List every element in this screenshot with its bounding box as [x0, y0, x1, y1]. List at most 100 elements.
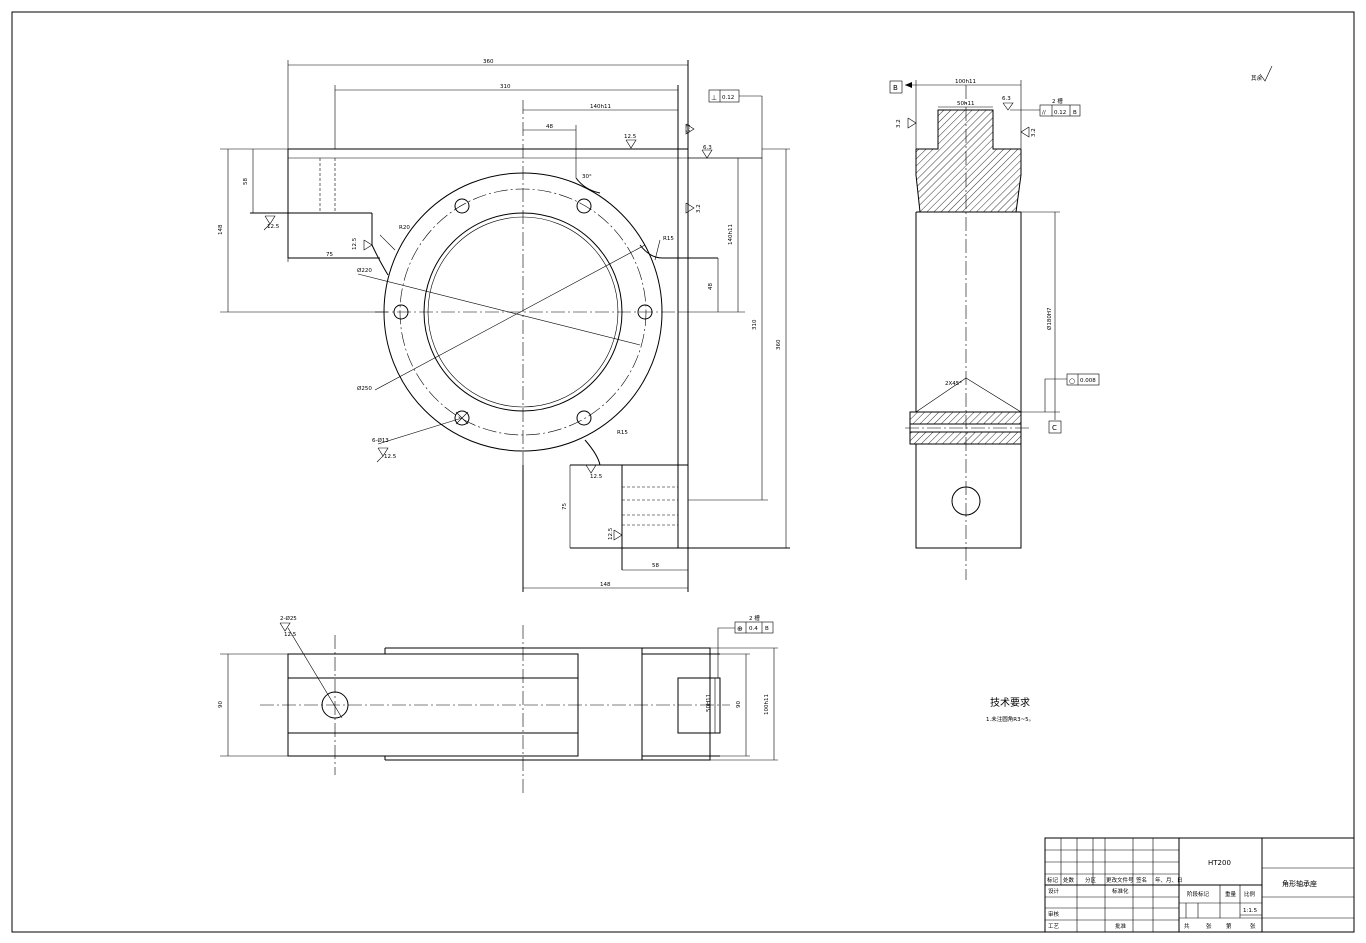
hole-roughness: 12.5 — [284, 632, 297, 638]
svg-text:12.5: 12.5 — [384, 454, 397, 460]
dim-48-right: 48 — [708, 283, 714, 290]
perp-value: 0.12 — [722, 95, 734, 101]
tb-check: 审核 — [1048, 910, 1060, 918]
dim-310-top: 310 — [500, 84, 511, 90]
tb-process: 工艺 — [1048, 923, 1060, 930]
svg-text:12.5: 12.5 — [590, 474, 603, 480]
title-block: 标记 处数 分区 更改文件号 签名 年、月、日 设计 标准化 审核 工艺 批准 … — [1044, 837, 1355, 933]
roughness-symbol-1: 12.5 — [263, 215, 280, 231]
dim-100h11-top: 100h11 — [764, 694, 770, 715]
circ-symbol: ○ — [1069, 377, 1075, 385]
roughness-symbol-5: 6.3 — [685, 123, 695, 135]
general-roughness: 其余 — [1251, 65, 1273, 82]
dim-bore: Ø180H7 — [1046, 307, 1053, 330]
roughness-symbol-2: 12.5 — [352, 237, 373, 251]
side-view: 100h11 50h11 Ø180H7 2X45° B 2 槽 // 0.12 … — [889, 79, 1100, 580]
dim-58-left: 58 — [243, 178, 249, 185]
pos-datum: B — [765, 626, 769, 632]
dim-148-left: 148 — [218, 224, 224, 235]
chamfer: 2X45° — [945, 381, 962, 387]
parallel-value: 0.12 — [1054, 110, 1066, 116]
tb-approve: 批准 — [1115, 922, 1127, 930]
svg-text:3.2: 3.2 — [1031, 128, 1037, 137]
svg-text:12.5: 12.5 — [267, 224, 280, 230]
tech-req-item1: 1.未注圆角R3~5。 — [986, 715, 1034, 723]
pos-symbol: ⊕ — [737, 625, 743, 633]
dim-90-right: 90 — [736, 701, 742, 708]
roughness-symbol-side-3: 3.2 — [1020, 126, 1037, 138]
groove-note: 2 槽 — [1052, 97, 1063, 105]
svg-text:6.3: 6.3 — [686, 124, 692, 133]
dim-holes: 6-Ø13 — [372, 437, 389, 444]
svg-text:12.5: 12.5 — [608, 527, 614, 540]
roughness-symbol-9: 12.5 — [376, 447, 397, 463]
tb-design: 设计 — [1048, 887, 1060, 895]
perp-symbol: ⊥ — [711, 94, 717, 102]
dim-r15-bottom: R15 — [617, 430, 628, 436]
roughness-symbol-3: 12.5 — [624, 134, 637, 149]
tb-h-mark: 标记 — [1047, 876, 1059, 884]
tb-h-zone: 分区 — [1085, 876, 1097, 884]
tb-scale-label: 比例 — [1244, 890, 1256, 898]
dim-50h11-top: 50H11 — [706, 694, 712, 712]
dim-220: Ø220 — [357, 267, 372, 274]
svg-text:3.2: 3.2 — [896, 119, 902, 128]
roughness-symbol-side-2: 3.2 — [896, 117, 917, 129]
tb-standard: 标准化 — [1112, 887, 1129, 895]
tb-material: HT200 — [1208, 859, 1231, 867]
tb-stage: 阶段标记 — [1187, 890, 1210, 898]
roughness-symbol-6: 3.2 — [685, 202, 702, 214]
roughness-symbol-side-1: 6.3 — [1002, 96, 1014, 111]
roughness-symbol-4: 6.3 — [701, 145, 713, 159]
tech-req-title: 技术要求 — [990, 696, 1030, 709]
dim-140h11-right: 140h11 — [728, 224, 734, 245]
circ-value: 0.008 — [1080, 378, 1096, 384]
parallel-symbol: // — [1042, 110, 1046, 116]
svg-text:3.2: 3.2 — [696, 204, 702, 213]
pos-value: 0.4 — [749, 626, 758, 632]
dim-140h11-top: 140h11 — [590, 104, 611, 110]
pos-note: 2 槽 — [749, 614, 760, 622]
dim-360-top: 360 — [483, 59, 494, 65]
hole-label: 2-Ø25 — [280, 615, 297, 622]
svg-text:6.3: 6.3 — [1002, 96, 1011, 102]
svg-text:12.5: 12.5 — [624, 134, 637, 140]
dim-100h11: 100h11 — [955, 79, 976, 85]
svg-text:12.5: 12.5 — [352, 237, 358, 250]
svg-text:其余: 其余 — [1251, 74, 1263, 82]
tb-total: 共 — [1184, 922, 1190, 930]
tb-h-count: 处数 — [1063, 876, 1075, 884]
tb-weight: 重量 — [1225, 890, 1237, 898]
dim-360-right: 360 — [776, 339, 782, 350]
angle-30: 30° — [582, 174, 592, 180]
dim-310-right: 310 — [752, 319, 758, 330]
top-view: 90 50H11 90 100h11 2-Ø25 12.5 2 槽 ⊕ 0.4 … — [218, 614, 778, 795]
dim-48-top: 48 — [546, 124, 553, 130]
sheet-border — [11, 11, 1355, 933]
datum-b: B — [893, 84, 898, 92]
roughness-symbol-7: 12.5 — [585, 464, 603, 480]
tb-h-sign: 签名 — [1136, 876, 1147, 884]
dim-r15-right: R15 — [663, 236, 674, 242]
tb-h-date: 年、月、日 — [1155, 876, 1183, 884]
dim-90-left: 90 — [218, 701, 224, 708]
dim-148-bottom: 148 — [600, 582, 611, 588]
dim-50h11: 50h11 — [957, 101, 974, 107]
datum-c: C — [1052, 424, 1057, 432]
dim-r20: R20 — [399, 225, 410, 231]
dim-75-bottom: 75 — [562, 503, 568, 510]
tb-sheets2: 张 — [1250, 922, 1256, 930]
parallel-datum: B — [1073, 110, 1077, 116]
dim-58-bottom: 58 — [652, 563, 659, 569]
tb-part-name: 角形轴承座 — [1282, 879, 1317, 888]
dim-75-left: 75 — [326, 252, 333, 258]
front-view: 360 310 140h11 48 148 58 75 140h11 48 31… — [218, 59, 790, 592]
dim-250: Ø250 — [357, 385, 372, 392]
tb-scale: 1:1.5 — [1243, 908, 1258, 914]
tb-h-change: 更改文件号 — [1106, 876, 1134, 884]
tb-nth: 第 — [1226, 922, 1232, 930]
roughness-symbol-8: 12.5 — [608, 527, 623, 541]
svg-text:6.3: 6.3 — [703, 145, 712, 151]
tb-sheets1: 张 — [1206, 922, 1212, 930]
